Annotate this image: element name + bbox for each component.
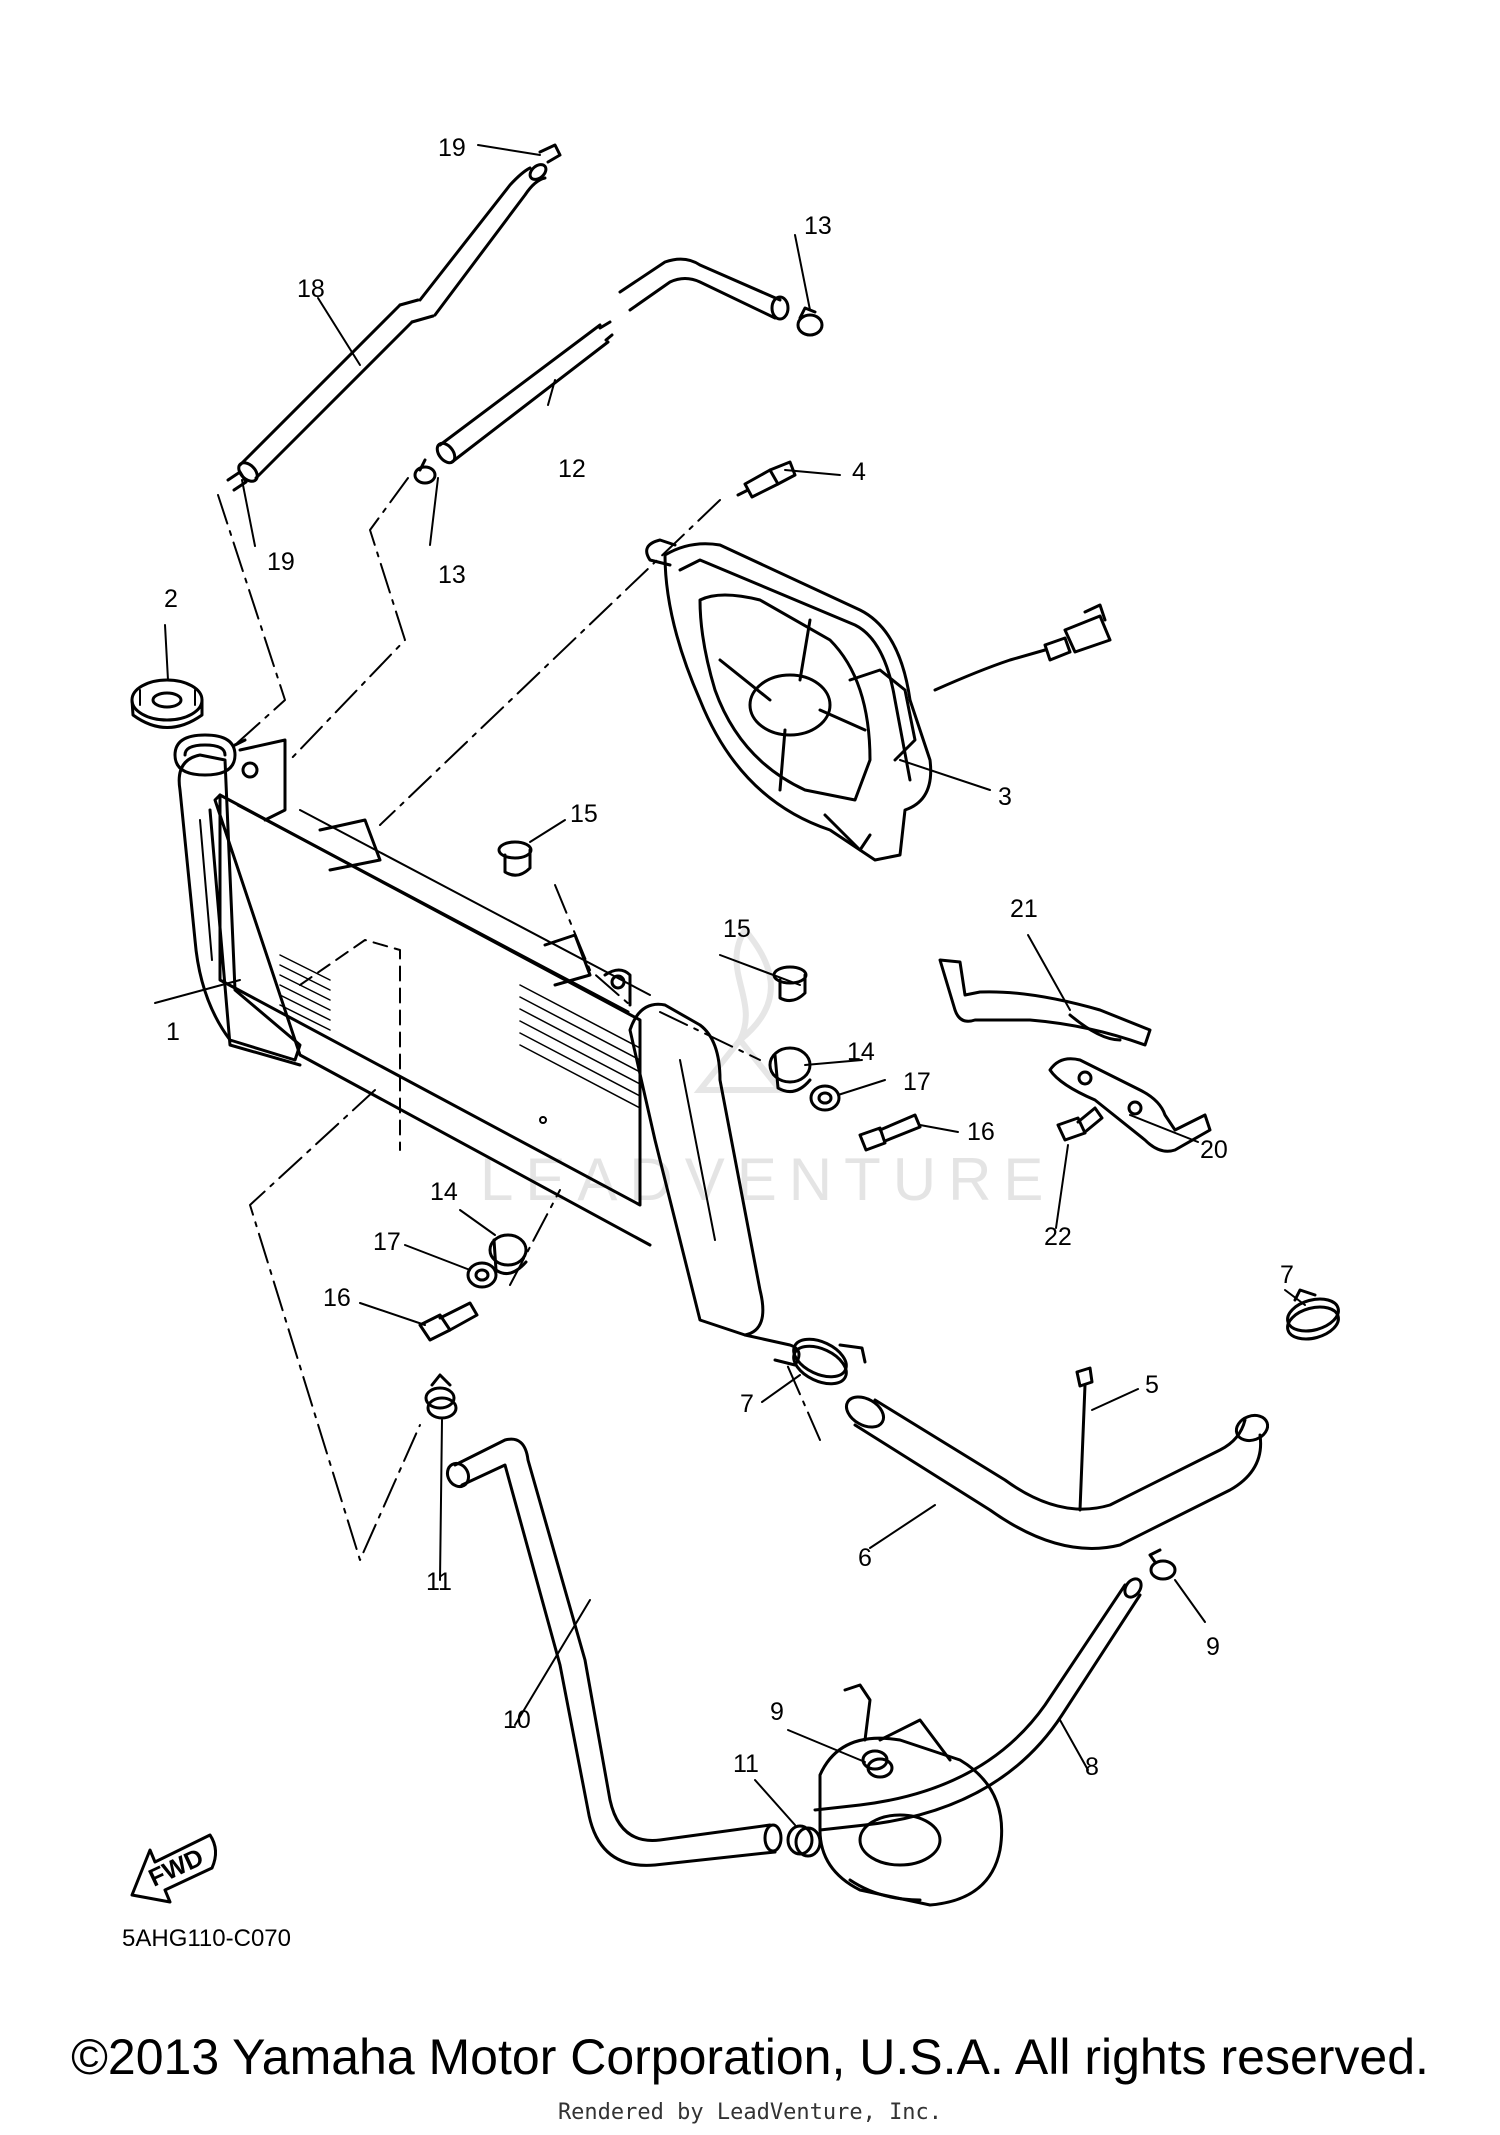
radiator-hose-6[interactable] [841, 1391, 1271, 1550]
callout-9: 9 [770, 1698, 784, 1726]
callout-20: 20 [1200, 1136, 1228, 1164]
hose-clamp-7a[interactable] [788, 1332, 867, 1392]
callout-10: 10 [503, 1706, 531, 1734]
collar-15b[interactable] [772, 965, 808, 1003]
bolt-4[interactable] [736, 460, 797, 499]
callout-7: 7 [740, 1390, 754, 1418]
copyright-text: ©2013 Yamaha Motor Corporation, U.S.A. A… [71, 2029, 1429, 2085]
callout-16: 16 [967, 1118, 995, 1146]
callout-labels: 19 13 18 12 4 19 13 2 3 15 15 21 1 14 17… [164, 134, 1294, 1781]
assembly-guide-lines [217, 477, 821, 1561]
hose-clamp-13b[interactable] [413, 458, 437, 485]
callout-12: 12 [558, 455, 586, 483]
stay-bracket-21[interactable] [938, 958, 1152, 1047]
callout-17: 17 [373, 1228, 401, 1256]
callout-3: 3 [998, 783, 1012, 811]
radiator-cap[interactable] [130, 678, 204, 729]
callout-21: 21 [1010, 895, 1038, 923]
hose-clip-19b[interactable] [226, 470, 248, 492]
callout-7: 7 [1280, 1261, 1294, 1289]
stay-bracket-20[interactable] [1048, 1057, 1212, 1153]
callout-13: 13 [438, 561, 466, 589]
callout-13: 13 [804, 212, 832, 240]
watermark-flame-logo [693, 924, 787, 1093]
rendered-by-text: Rendered by LeadVenture, Inc. [557, 2100, 943, 2125]
bolt-22[interactable] [1056, 1106, 1104, 1142]
cable-tie[interactable] [1075, 1366, 1094, 1512]
collar-15a[interactable] [497, 840, 533, 877]
hose-8[interactable] [813, 1576, 1144, 1832]
callout-15: 15 [570, 800, 598, 828]
grommet-14b[interactable] [488, 1233, 528, 1276]
hose-clamp-11a[interactable] [424, 1373, 458, 1420]
callout-9: 9 [1206, 1633, 1220, 1661]
callout-22: 22 [1044, 1223, 1072, 1251]
hose-clip-19a[interactable] [538, 143, 562, 164]
water-pump[interactable] [818, 1683, 1004, 1907]
hose-clamp-13a[interactable] [796, 306, 824, 337]
callout-2: 2 [164, 585, 178, 613]
hose-clamp-9b[interactable] [861, 1749, 894, 1779]
bolt-16b[interactable] [418, 1301, 479, 1342]
callout-6: 6 [858, 1544, 872, 1572]
diagram-code: 5AHG110-C070 [122, 1925, 291, 1952]
callout-17: 17 [903, 1068, 931, 1096]
callout-14: 14 [430, 1178, 458, 1206]
hose-clamp-11b[interactable] [786, 1824, 822, 1858]
callout-5: 5 [1145, 1371, 1159, 1399]
callout-1: 1 [166, 1018, 180, 1046]
callout-4: 4 [852, 458, 866, 486]
callout-19: 19 [438, 134, 466, 162]
callout-8: 8 [1085, 1753, 1099, 1781]
watermark-text: LEADVENTURE [480, 1146, 1055, 1213]
callout-18: 18 [297, 275, 325, 303]
radiator[interactable] [173, 733, 801, 1367]
hose-clamp-7b[interactable] [1284, 1288, 1342, 1344]
hose-12[interactable] [434, 257, 790, 466]
hose-10[interactable] [443, 1437, 783, 1867]
callout-19: 19 [267, 548, 295, 576]
hose-18[interactable] [235, 162, 548, 485]
callout-11: 11 [733, 1750, 759, 1778]
hose-clamp-9a[interactable] [1148, 1548, 1177, 1581]
callout-14: 14 [847, 1038, 875, 1066]
callout-11: 11 [426, 1568, 452, 1596]
callout-15: 15 [723, 915, 751, 943]
washer-17a[interactable] [809, 1084, 841, 1112]
bolt-16a[interactable] [858, 1113, 922, 1152]
forward-arrow-icon [130, 1833, 217, 1904]
washer-17b[interactable] [466, 1261, 498, 1289]
cooling-fan-assembly[interactable] [645, 538, 1112, 862]
callout-16: 16 [323, 1284, 351, 1312]
leader-lines [154, 144, 1306, 1826]
